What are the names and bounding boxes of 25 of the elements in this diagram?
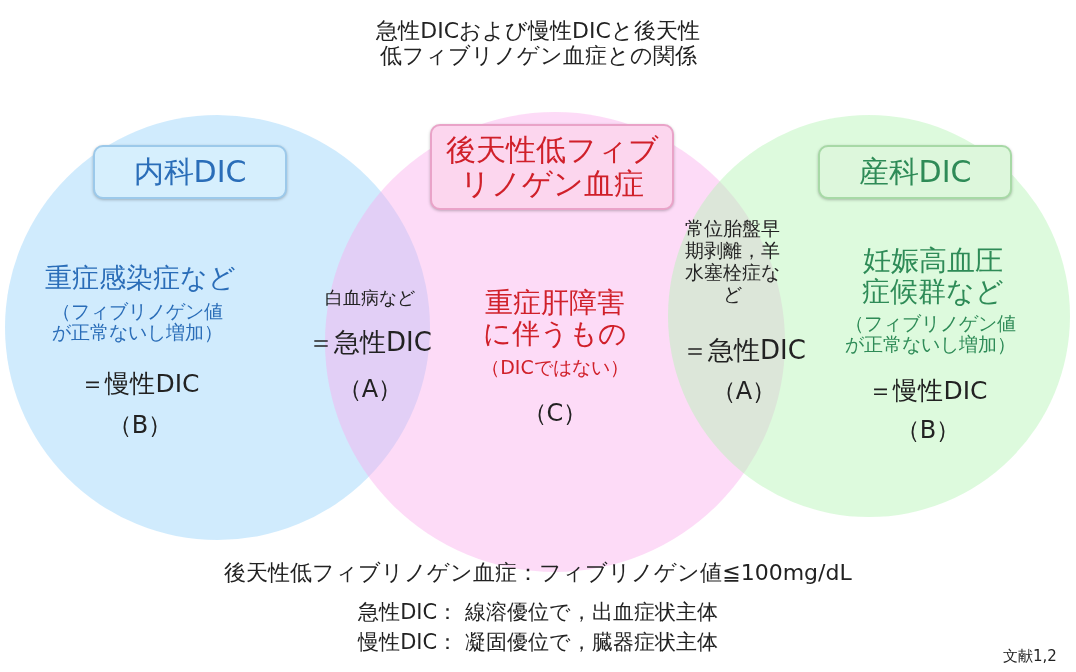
category-label: 産科DIC <box>818 145 1012 199</box>
region-text: 重症肝障害に伴うもの <box>482 287 628 350</box>
region-text: ＝急性DIC <box>307 328 433 358</box>
category-label: 後天性低フィブリノゲン血症 <box>430 124 674 210</box>
region-text: ＝慢性DIC <box>867 377 989 405</box>
region-text: （B） <box>106 412 174 439</box>
region-text: （DICではない） <box>480 357 630 379</box>
region-text: 常位胎盤早期剥離，羊水塞栓症など <box>683 218 781 306</box>
region-text: （B） <box>894 417 962 444</box>
region-text: （A） <box>710 378 778 406</box>
region-text: 白血病など <box>324 288 416 309</box>
region-text: 重症感染症など <box>43 263 237 294</box>
region-text: （フィブリノゲン値が正常ないし増加） <box>843 313 1017 356</box>
region-text: ＝急性DIC <box>681 336 807 366</box>
note-text: 慢性DIC： 凝固優位で，臓器症状主体 <box>356 630 719 655</box>
note-text: 後天性低フィブリノゲン血症：フィブリノゲン値≦100mg/dL <box>223 560 853 586</box>
diagram-title: 急性DICおよび慢性DICと後天性低フィブリノゲン血症との関係 <box>375 18 701 69</box>
note-text: 急性DIC： 線溶優位で，出血症状主体 <box>357 600 719 625</box>
region-text: （C） <box>521 400 589 427</box>
category-label: 内科DIC <box>93 145 287 199</box>
region-text: 妊娠高血圧症候群など <box>861 245 1005 308</box>
reference-note: 文献1,2 <box>1002 648 1058 666</box>
region-text: （A） <box>336 376 404 404</box>
region-text: ＝慢性DIC <box>79 370 201 398</box>
region-text: （フィブリノゲン値が正常ないし増加） <box>51 301 224 344</box>
